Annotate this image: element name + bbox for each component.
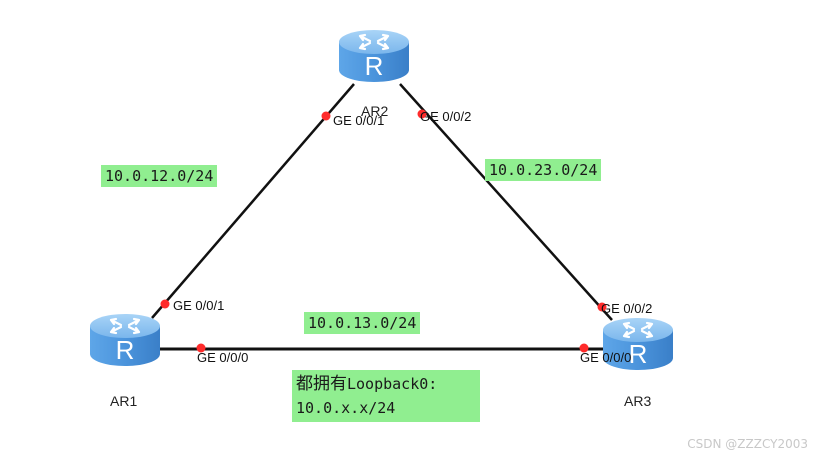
- port-label-ar2-ge001: GE 0/0/1: [333, 113, 385, 128]
- router-glyph: R: [116, 335, 135, 365]
- port-label-ar1-ge000: GE 0/0/0: [197, 350, 249, 365]
- loopback-note: 都拥有Loopback0: 10.0.x.x/24: [292, 370, 480, 422]
- router-ar2[interactable]: R: [337, 28, 411, 84]
- port-dot-ar1-ge001[interactable]: [160, 299, 170, 309]
- loopback-note-subnet: 10.0.x.x/24: [296, 399, 396, 417]
- port-dot-ar1-ge000[interactable]: [196, 343, 206, 353]
- port-dot-ar3-ge000[interactable]: [579, 343, 589, 353]
- device-label-ar2: AR2: [361, 103, 389, 119]
- link-ar2-ar3[interactable]: [399, 83, 613, 321]
- device-label-ar3: AR3: [624, 393, 652, 409]
- port-label-ar2-ge002: GE 0/0/2: [420, 109, 472, 124]
- port-dot-ar2-ge002[interactable]: [417, 109, 427, 119]
- port-dot-ar2-ge001[interactable]: [321, 111, 331, 121]
- network-label-ar1-ar2: 10.0.12.0/24: [101, 165, 218, 187]
- port-label-ar3-ge000: GE 0/0/0: [580, 350, 632, 365]
- loopback-note-cn: 都拥有: [296, 374, 347, 394]
- watermark: CSDN @ZZZCY2003: [687, 437, 808, 451]
- loopback-note-en: Loopback0:: [347, 375, 438, 393]
- port-label-ar3-ge002: GE 0/0/2: [601, 301, 653, 316]
- router-ar1[interactable]: R: [88, 312, 162, 368]
- network-label-ar1-ar3: 10.0.13.0/24: [304, 312, 421, 334]
- port-label-ar1-ge001: GE 0/0/1: [173, 298, 225, 313]
- network-label-ar2-ar3: 10.0.23.0/24: [485, 159, 602, 181]
- router-glyph: R: [629, 339, 648, 369]
- device-label-ar1: AR1: [110, 393, 138, 409]
- link-ar1-ar2[interactable]: [151, 83, 355, 319]
- port-dot-ar3-ge002[interactable]: [597, 302, 607, 312]
- router-glyph: R: [365, 51, 384, 81]
- router-ar3[interactable]: R: [601, 316, 675, 372]
